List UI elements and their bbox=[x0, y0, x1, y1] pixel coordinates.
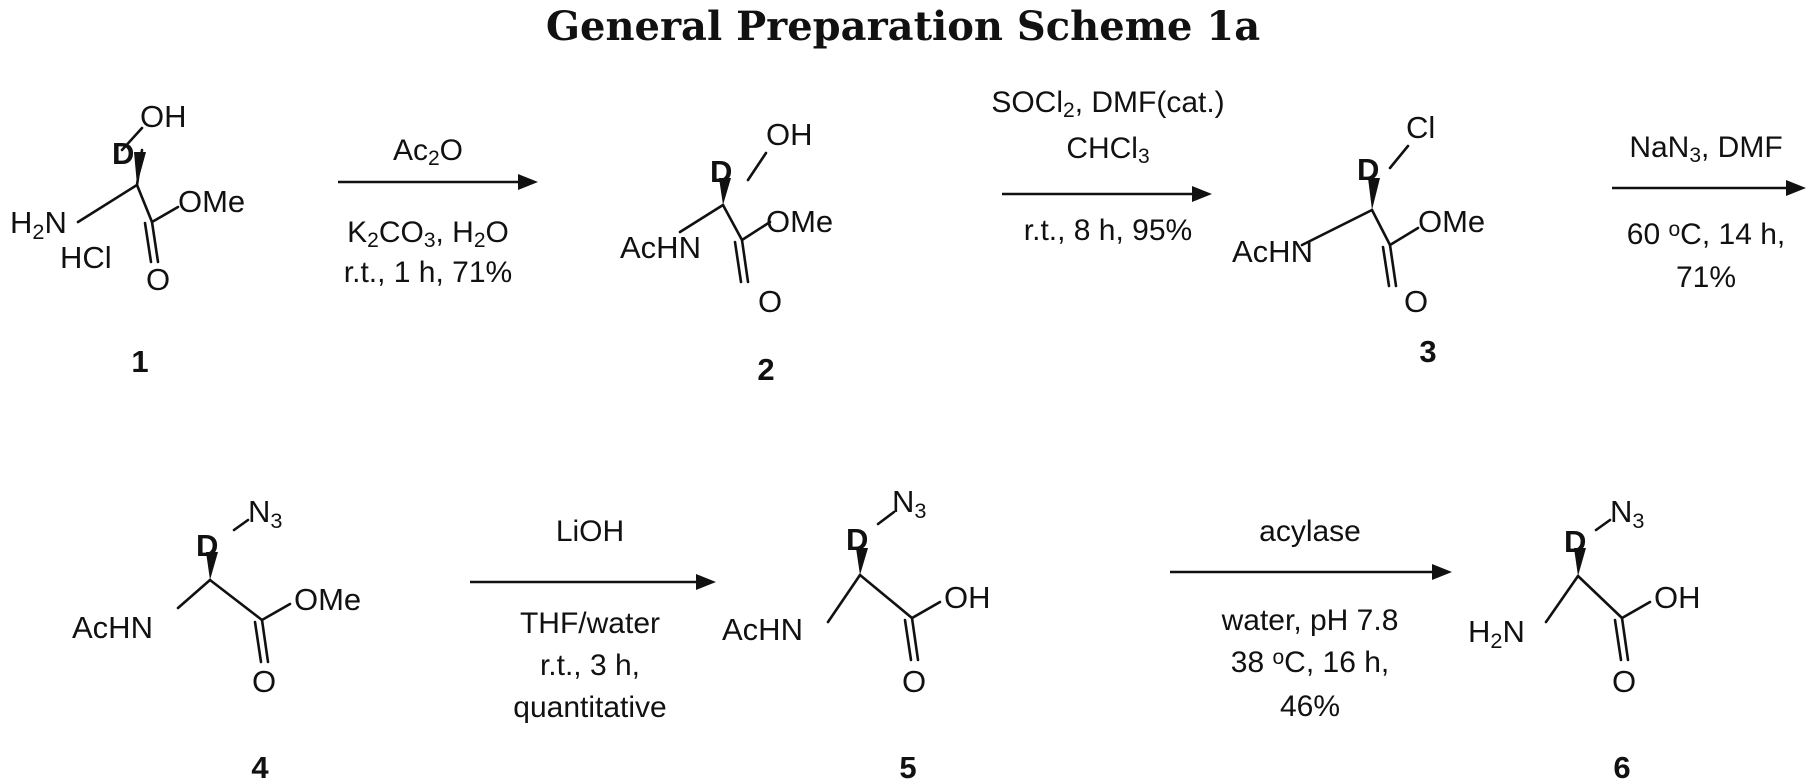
compound-5: D N3 AcHN O OH 5 bbox=[722, 484, 991, 780]
step-5-temperature-time: 38 oC, 16 h, bbox=[1231, 646, 1389, 679]
compound-6-azide: N3 bbox=[1610, 494, 1644, 533]
compound-2: D OH AcHN O OMe 2 bbox=[620, 117, 833, 387]
step-2-reagents: SOCl2, DMF(cat.) bbox=[991, 86, 1224, 122]
step-4-conditions: r.t., 3 h, bbox=[540, 649, 640, 682]
compound-2-deuterium: D bbox=[710, 154, 732, 189]
step-4-yield: quantitative bbox=[513, 691, 666, 724]
compound-5-number: 5 bbox=[899, 750, 916, 780]
compound-4-number: 4 bbox=[251, 750, 269, 780]
compound-4: D N3 AcHN O OMe 4 bbox=[72, 494, 361, 780]
compound-1: D OH H2N HCl O OMe 1 bbox=[10, 99, 245, 379]
compound-2-methoxy: OMe bbox=[766, 204, 833, 239]
reaction-step-4: LiOH THF/water r.t., 3 h, quantitative bbox=[470, 515, 716, 724]
step-3-temperature-time: 60 oC, 14 h, bbox=[1627, 218, 1785, 251]
compound-1-number: 1 bbox=[131, 344, 148, 379]
reaction-step-2: SOCl2, DMF(cat.) CHCl3 r.t., 8 h, 95% bbox=[991, 86, 1224, 247]
compound-1-deuterium: D bbox=[112, 136, 134, 171]
step-1-reagent: Ac2O bbox=[393, 134, 463, 170]
compound-2-hydroxyl: OH bbox=[766, 117, 813, 152]
compound-5-azide: N3 bbox=[892, 484, 926, 523]
step-1-base: K2CO3, H2O bbox=[347, 216, 509, 252]
compound-2-carbonyl-o: O bbox=[758, 284, 782, 319]
compound-1-hydroxyl: OH bbox=[140, 99, 187, 134]
compound-4-deuterium: D bbox=[196, 528, 218, 563]
step-5-yield: 46% bbox=[1280, 690, 1340, 723]
compound-6: D N3 H2N O OH 6 bbox=[1468, 494, 1701, 780]
step-3-reagents: NaN3, DMF bbox=[1629, 131, 1782, 167]
step-5-medium: water, pH 7.8 bbox=[1221, 604, 1399, 637]
compound-4-acetamido: AcHN bbox=[72, 610, 153, 645]
compound-2-number: 2 bbox=[757, 352, 774, 387]
compound-6-carbonyl-o: O bbox=[1612, 664, 1636, 699]
step-2-solvent: CHCl3 bbox=[1066, 132, 1149, 168]
step-1-conditions: r.t., 1 h, 71% bbox=[344, 256, 512, 289]
compound-6-hydroxyl: OH bbox=[1654, 580, 1701, 615]
scheme-title: General Preparation Scheme 1a bbox=[546, 3, 1260, 50]
compound-5-acetamido: AcHN bbox=[722, 612, 803, 647]
step-2-conditions: r.t., 8 h, 95% bbox=[1024, 214, 1192, 247]
compound-6-deuterium: D bbox=[1564, 524, 1586, 559]
compound-3-number: 3 bbox=[1419, 334, 1436, 369]
compound-4-methoxy: OMe bbox=[294, 582, 361, 617]
compound-1-amine: H2N bbox=[10, 205, 67, 244]
compound-5-carbonyl-o: O bbox=[902, 664, 926, 699]
compound-3-acetamido: AcHN bbox=[1232, 234, 1313, 269]
compound-1-carbonyl-o: O bbox=[146, 262, 170, 297]
compound-3-deuterium: D bbox=[1357, 152, 1379, 187]
compound-3-chloro: Cl bbox=[1406, 110, 1435, 145]
compound-1-methoxy: OMe bbox=[178, 184, 245, 219]
reaction-step-3: NaN3, DMF 60 oC, 14 h, 71% bbox=[1612, 131, 1806, 294]
compound-4-carbonyl-o: O bbox=[252, 664, 276, 699]
reaction-step-5: acylase water, pH 7.8 38 oC, 16 h, 46% bbox=[1170, 515, 1452, 723]
compound-3-methoxy: OMe bbox=[1418, 204, 1485, 239]
step-4-solvent: THF/water bbox=[520, 607, 660, 640]
compound-2-acetamido: AcHN bbox=[620, 230, 701, 265]
compound-1-hcl: HCl bbox=[60, 240, 112, 275]
compound-6-amine: H2N bbox=[1468, 614, 1525, 653]
step-3-yield: 71% bbox=[1676, 261, 1736, 294]
compound-5-deuterium: D bbox=[846, 522, 868, 557]
compound-4-azide: N3 bbox=[248, 494, 282, 533]
compound-6-number: 6 bbox=[1613, 750, 1630, 780]
step-5-enzyme: acylase bbox=[1259, 515, 1361, 548]
step-4-reagent: LiOH bbox=[556, 515, 624, 548]
reaction-step-1: Ac2O K2CO3, H2O r.t., 1 h, 71% bbox=[338, 134, 538, 289]
compound-5-hydroxyl: OH bbox=[944, 580, 991, 615]
compound-3: D Cl AcHN O OMe 3 bbox=[1232, 110, 1485, 369]
compound-3-carbonyl-o: O bbox=[1404, 284, 1428, 319]
